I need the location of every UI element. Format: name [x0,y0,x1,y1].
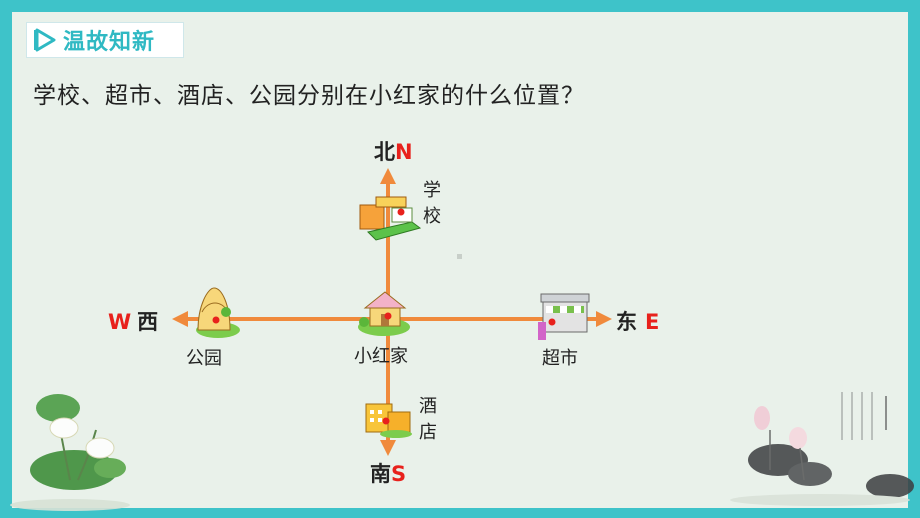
west-arrowhead [172,311,188,327]
calligraphy-panel [841,392,887,440]
section-tag: 温故知新 [26,22,184,58]
top-frame-bar [0,0,920,12]
south-label: 南S [370,458,406,488]
section-title: 温故知新 [63,30,156,55]
north-label-en: N [395,140,413,164]
home-label: 小红家 [354,346,408,367]
bottom-frame-bar [0,508,920,518]
supermarket-label: 超市 [542,348,578,369]
left-frame-bar [0,0,12,518]
north-label-cn: 北 [374,140,395,164]
west-label-en: W [108,310,132,334]
hotel-icon [365,403,412,438]
stray-dot [457,254,462,259]
south-label-en: S [391,462,407,486]
park-icon [196,287,240,338]
play-triangle-icon [34,28,56,52]
south-arrowhead [380,440,396,456]
hotel-label: 酒店 [419,396,437,443]
east-label-cn: 东 [616,310,637,334]
north-label: 北N [374,136,413,166]
school-icon [359,196,422,241]
west-label-cn: 西 [137,310,159,334]
question-text: 学校、超市、酒店、公园分别在小红家的什么位置？ [33,83,585,109]
house-icon [358,291,410,336]
school-label: 学校 [423,180,441,227]
east-arrowhead [596,311,612,327]
north-arrowhead [380,168,396,184]
ink-lotus-decoration-right [730,406,914,506]
supermarket-icon [538,293,590,340]
lotus-decoration-left [10,394,130,511]
south-label-cn: 南 [370,462,391,486]
east-label-en: E [645,310,660,334]
right-frame-bar [908,0,920,518]
park-label: 公园 [186,348,222,369]
